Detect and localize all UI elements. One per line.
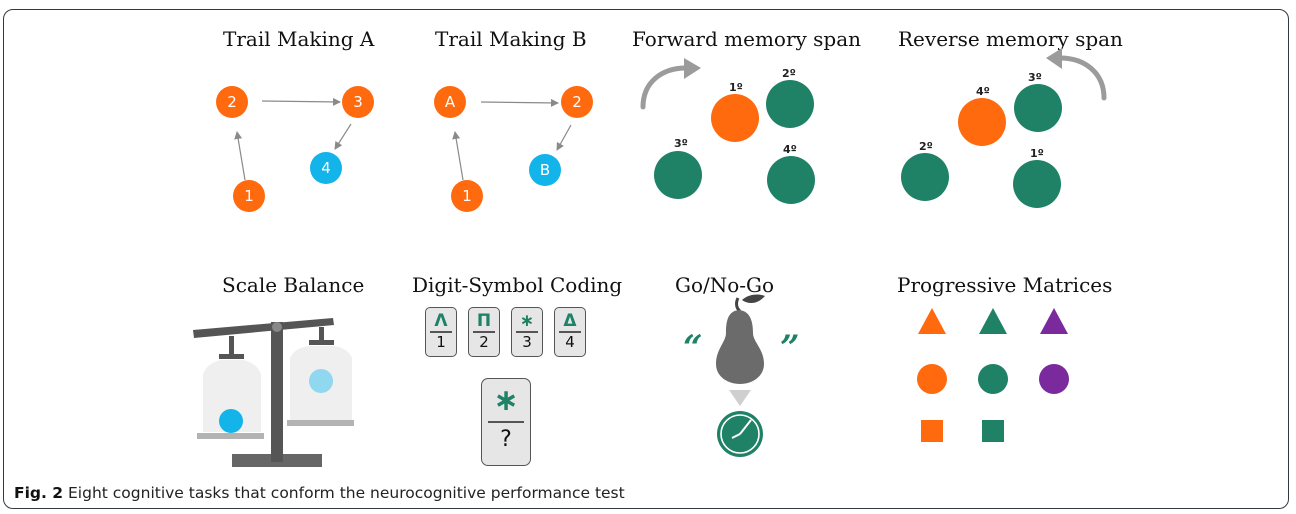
reverse-circle-4 bbox=[958, 98, 1006, 146]
forward-circle-3 bbox=[654, 151, 702, 199]
matrix-green-circle bbox=[978, 364, 1008, 394]
figure-caption: Fig. 2 Eight cognitive tasks that confor… bbox=[14, 484, 625, 502]
forward-circle-4 bbox=[767, 156, 815, 204]
title-digit-symbol-coding: Digit-Symbol Coding bbox=[412, 273, 623, 297]
title-forward-memory-span: Forward memory span bbox=[632, 27, 862, 51]
symbol-card-2: Π 2 bbox=[468, 307, 500, 357]
trail-a-node-2: 2 bbox=[216, 86, 248, 118]
title-reverse-memory-span: Reverse memory span bbox=[898, 27, 1123, 51]
trail-b-arrow-a-2 bbox=[480, 98, 559, 107]
clock-icon bbox=[717, 411, 763, 457]
matrix-purple-triangle bbox=[1040, 308, 1068, 334]
forward-curved-arrow bbox=[640, 65, 689, 110]
down-arrow-icon bbox=[729, 390, 751, 406]
close-quote-icon: ” bbox=[780, 328, 800, 368]
forward-label-1: 1º bbox=[729, 81, 743, 94]
figure-frame bbox=[3, 9, 1289, 509]
matrix-purple-circle bbox=[1039, 364, 1069, 394]
forward-circle-2 bbox=[766, 80, 814, 128]
reverse-circle-2 bbox=[901, 153, 949, 201]
reverse-label-4: 4º bbox=[976, 85, 990, 98]
symbol-card-3: ∗ 3 bbox=[511, 307, 543, 357]
forward-label-2: 2º bbox=[782, 67, 796, 80]
symbol-card-digit: 2 bbox=[479, 333, 489, 351]
symbol-card-digit: 3 bbox=[522, 333, 532, 351]
trail-a-arrow-3-4 bbox=[334, 123, 352, 150]
caption-label: Fig. 2 bbox=[14, 484, 64, 502]
trail-b-node-2: 2 bbox=[561, 86, 593, 118]
pear-icon bbox=[716, 294, 765, 384]
symbol-query-card: ∗ ? bbox=[481, 378, 531, 466]
symbol-card-glyph: Δ bbox=[563, 311, 577, 331]
caption-text: Eight cognitive tasks that conform the n… bbox=[63, 484, 625, 502]
forward-label-4: 4º bbox=[783, 143, 797, 156]
symbol-card-4: Δ 4 bbox=[554, 307, 586, 357]
reverse-curved-arrow bbox=[1057, 55, 1107, 101]
forward-circle-1 bbox=[711, 94, 759, 142]
matrix-orange-circle bbox=[917, 364, 947, 394]
scale-balance-illustration bbox=[193, 318, 354, 467]
trail-a-node-4: 4 bbox=[310, 152, 342, 184]
symbol-card-glyph: Λ bbox=[434, 311, 448, 331]
reverse-label-2: 2º bbox=[919, 140, 933, 153]
symbol-card-digit: 4 bbox=[565, 333, 575, 351]
reverse-circle-3 bbox=[1014, 84, 1062, 132]
matrix-orange-square bbox=[921, 420, 943, 442]
trail-a-arrow-2-3 bbox=[261, 97, 341, 106]
matrix-green-triangle bbox=[979, 308, 1007, 334]
symbol-card-1: Λ 1 bbox=[425, 307, 457, 357]
matrix-green-square bbox=[982, 420, 1004, 442]
query-card-glyph: ∗ bbox=[493, 383, 519, 418]
title-progressive-matrices: Progressive Matrices bbox=[897, 273, 1113, 297]
symbol-card-digit: 1 bbox=[436, 333, 446, 351]
trail-b-arrow-2-b bbox=[556, 124, 572, 151]
trail-b-arrow-1-a bbox=[452, 131, 464, 181]
trail-b-node-a: A bbox=[434, 86, 466, 118]
symbol-card-glyph: Π bbox=[476, 311, 492, 331]
title-trail-making-b: Trail Making B bbox=[435, 27, 587, 51]
trail-a-node-1: 1 bbox=[233, 180, 265, 212]
forward-label-3: 3º bbox=[674, 137, 688, 150]
title-scale-balance: Scale Balance bbox=[222, 273, 365, 297]
reverse-circle-1 bbox=[1013, 160, 1061, 208]
symbol-card-glyph: ∗ bbox=[519, 311, 535, 331]
reverse-label-1: 1º bbox=[1030, 147, 1044, 160]
open-quote-icon: “ bbox=[683, 328, 703, 368]
reverse-label-3: 3º bbox=[1028, 71, 1042, 84]
trail-a-arrow-1-2 bbox=[234, 131, 246, 181]
query-card-question: ? bbox=[500, 427, 512, 452]
trail-a-node-3: 3 bbox=[342, 86, 374, 118]
matrix-orange-triangle bbox=[918, 308, 946, 334]
title-trail-making-a: Trail Making A bbox=[223, 27, 375, 51]
trail-b-node-b: B bbox=[529, 154, 561, 186]
trail-b-node-1: 1 bbox=[451, 180, 483, 212]
title-go-no-go: Go/No-Go bbox=[675, 273, 775, 297]
